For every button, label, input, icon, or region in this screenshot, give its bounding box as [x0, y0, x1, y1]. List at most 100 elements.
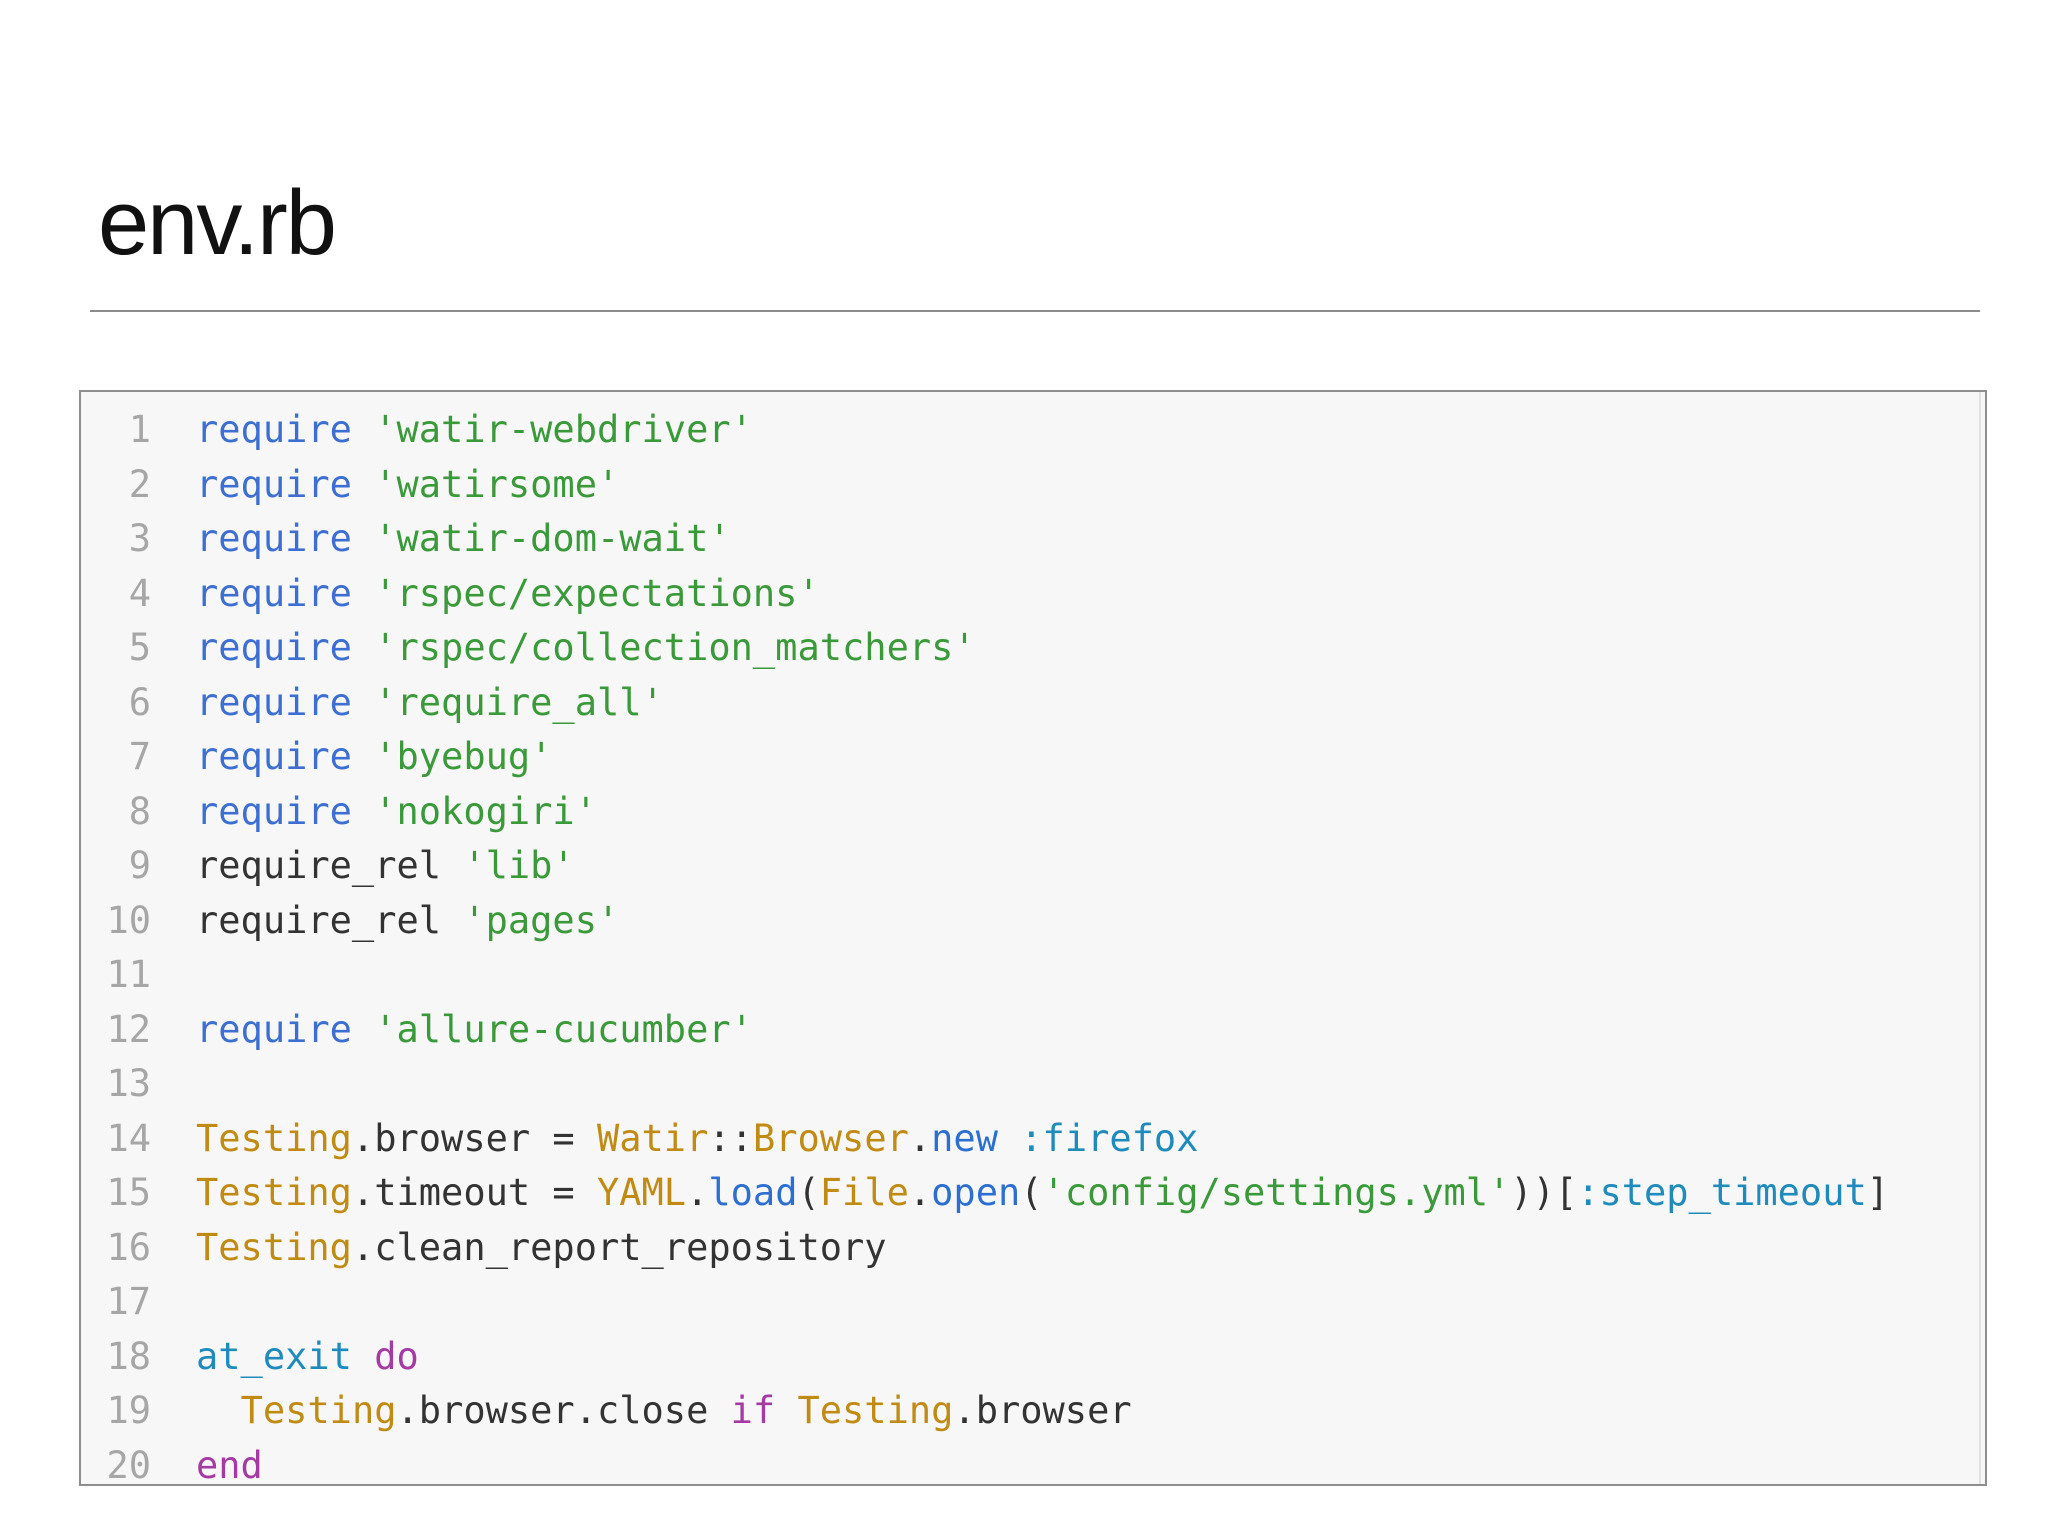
code-line: 13: [81, 1057, 1889, 1112]
code-token: [441, 899, 463, 942]
line-number: 17: [106, 1280, 151, 1323]
code-token: .clean_report_repository: [351, 1225, 887, 1269]
code-token: 'allure-cucumber': [374, 1007, 753, 1051]
code-line: 7 require 'byebug': [81, 730, 1889, 785]
code-token: require: [196, 626, 352, 669]
line-number: 3: [128, 517, 151, 560]
code-token: require_rel: [196, 898, 442, 942]
code-token: Testing: [240, 1389, 397, 1432]
line-number: 10: [106, 898, 151, 942]
line-number: 15: [106, 1171, 151, 1214]
code-token: .: [686, 1171, 709, 1214]
code-line: 9 require_rel 'lib': [81, 839, 1889, 894]
code-token: Testing: [196, 1171, 352, 1214]
code-token: Testing: [797, 1389, 954, 1432]
code-token: load: [708, 1171, 798, 1214]
code-token: require: [196, 571, 352, 615]
code-token: require: [196, 462, 352, 506]
page-title: env.rb: [98, 172, 337, 274]
code-line: 6 require 'require_all': [81, 676, 1889, 731]
code-token: [352, 572, 374, 615]
code-line: 10 require_rel 'pages': [81, 894, 1889, 949]
code-token: .: [908, 1116, 932, 1160]
code-token: require: [196, 680, 352, 724]
code-token: ))[: [1510, 1171, 1578, 1214]
code-token: 'watirsome': [374, 462, 620, 506]
code-token: if: [730, 1389, 776, 1432]
title-divider: [90, 310, 1980, 312]
code-block-edge: [1979, 392, 1981, 1484]
line-number: 9: [128, 844, 151, 887]
code-token: File: [819, 1171, 909, 1214]
code-token: [352, 735, 374, 778]
code-token: 'config/settings.yml': [1042, 1171, 1511, 1214]
code-token: 'require_all': [374, 680, 664, 724]
line-number: 1: [128, 408, 151, 451]
code-token: 'rspec/collection_matchers': [374, 626, 976, 669]
line-number: 5: [128, 626, 151, 669]
code-token: YAML: [596, 1171, 687, 1214]
code-line: 18 at_exit do: [81, 1330, 1889, 1385]
code-line: 17: [81, 1275, 1889, 1330]
code-block: 1 require 'watir-webdriver' 2 require 'wati…: [79, 390, 1987, 1486]
line-number: 7: [128, 735, 151, 778]
code-token: (: [1020, 1171, 1043, 1214]
code-token: .: [908, 1171, 932, 1214]
code-token: ]: [1866, 1171, 1890, 1214]
code-token: [352, 626, 374, 669]
code-token: [352, 408, 374, 451]
code-token: [352, 517, 374, 560]
code-token: require: [196, 735, 352, 778]
code-token: require: [196, 789, 352, 833]
line-number: 18: [106, 1334, 151, 1378]
line-number: 2: [128, 462, 151, 506]
line-number: 8: [128, 789, 151, 833]
code-token: :firefox: [1020, 1116, 1199, 1160]
code-token: 'lib': [463, 844, 575, 887]
code-token: [352, 790, 374, 833]
code-token: 'rspec/expectations': [374, 571, 820, 615]
code-token: [998, 1117, 1020, 1160]
line-number: 6: [128, 680, 151, 724]
code-token: .browser =: [351, 1116, 597, 1160]
line-number: 11: [106, 953, 151, 996]
code-token: require: [196, 408, 352, 451]
code-token: at_exit: [196, 1334, 352, 1378]
code-token: [196, 1389, 241, 1432]
code-line: 11: [81, 948, 1889, 1003]
line-number: 19: [106, 1389, 151, 1432]
code-line: 5 require 'rspec/collection_matchers': [81, 621, 1889, 676]
code-token: :step_timeout: [1577, 1171, 1867, 1214]
code-token: 'watir-webdriver': [374, 408, 753, 451]
code-token: [441, 844, 463, 887]
code-token: .timeout =: [351, 1171, 597, 1214]
code-lines: 1 require 'watir-webdriver' 2 require 'wati…: [81, 403, 1889, 1486]
code-token: (: [797, 1171, 820, 1214]
code-token: 'pages': [463, 898, 620, 942]
code-line: 2 require 'watirsome': [81, 458, 1889, 513]
code-token: do: [374, 1334, 419, 1378]
code-token: 'byebug': [374, 735, 553, 778]
code-token: Testing: [196, 1116, 352, 1160]
line-number: 4: [128, 571, 151, 615]
code-token: end: [196, 1443, 263, 1486]
code-token: open: [931, 1171, 1021, 1214]
line-number: 14: [106, 1116, 151, 1160]
code-token: require_rel: [196, 844, 442, 887]
code-token: [775, 1389, 797, 1432]
code-token: 'watir-dom-wait': [374, 517, 731, 560]
code-token: [352, 463, 374, 506]
code-token: ::: [708, 1116, 753, 1160]
code-token: new: [931, 1116, 998, 1160]
code-token: Browser: [752, 1116, 909, 1160]
code-line: 1 require 'watir-webdriver': [81, 403, 1889, 458]
code-token: .browser: [953, 1389, 1132, 1432]
code-token: [352, 1008, 374, 1051]
